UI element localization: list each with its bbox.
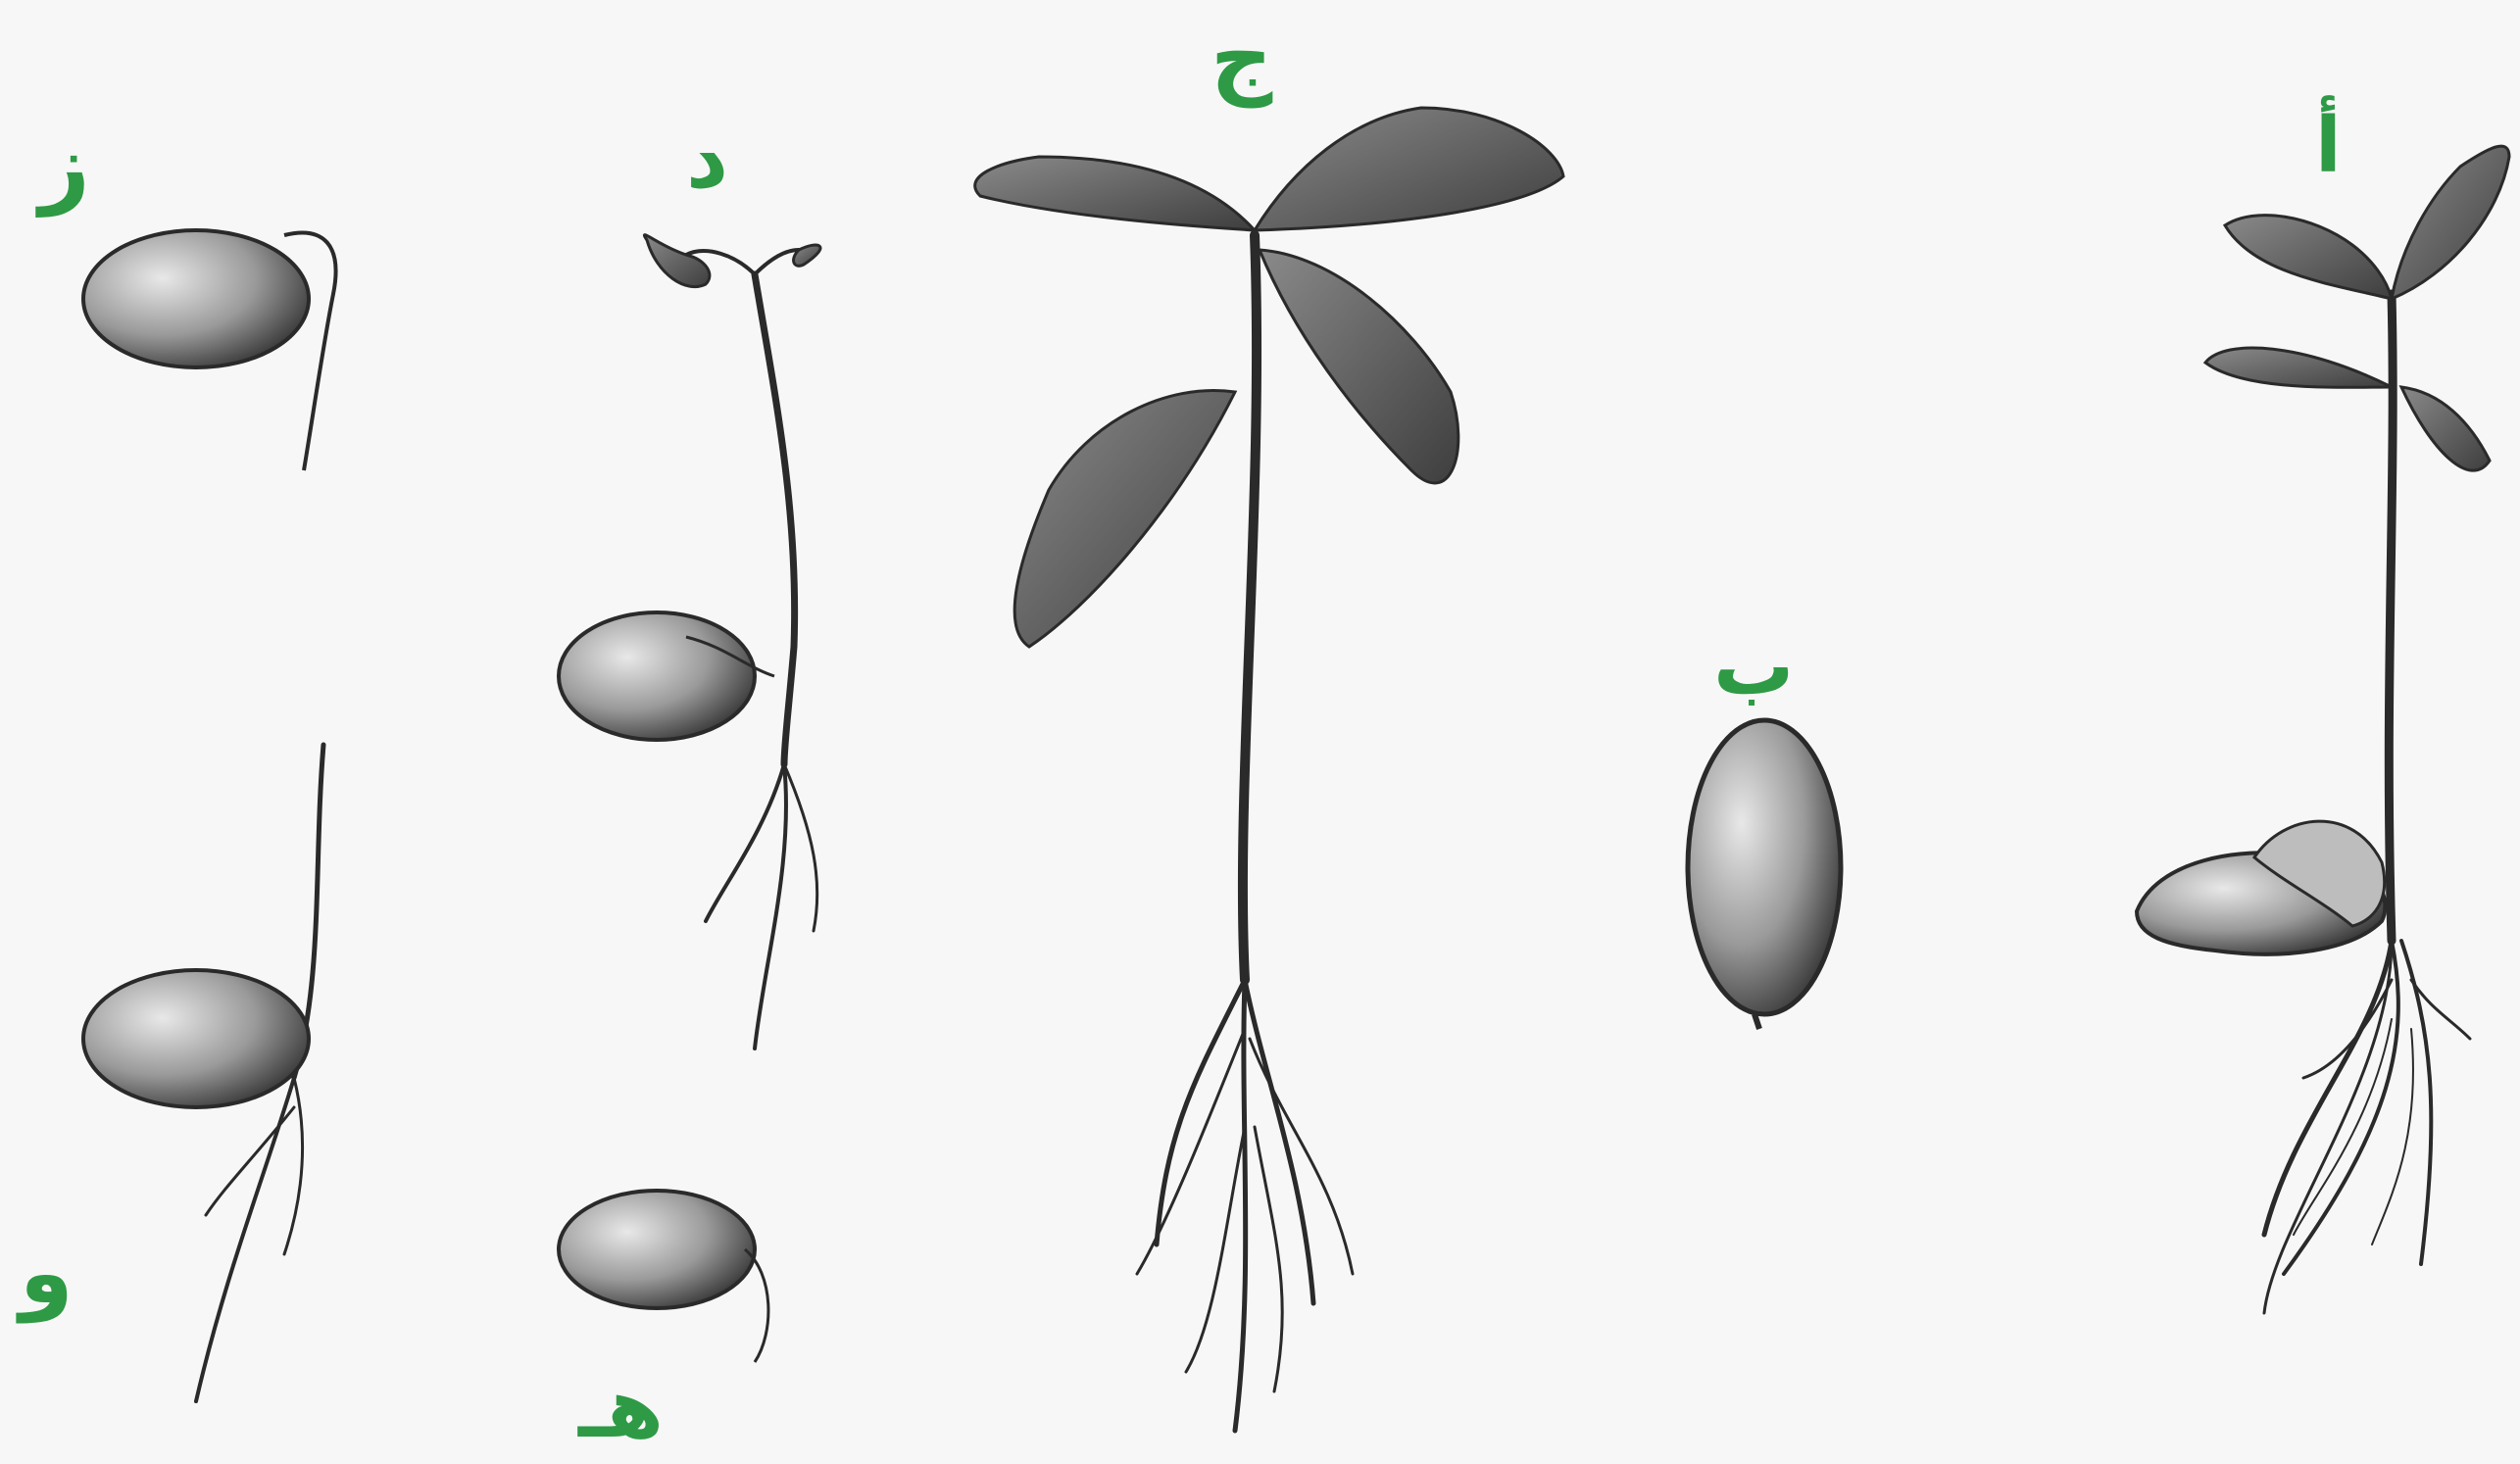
label-stage-h: هـ — [578, 1367, 664, 1449]
stage-b-seed — [1688, 720, 1841, 1029]
label-stage-j: ج — [1211, 15, 1272, 101]
stage-a-split-seed — [2137, 821, 2385, 954]
label-stage-d: د — [686, 118, 728, 200]
stage-h-seed — [559, 1191, 768, 1362]
stage-a-leaves — [2205, 146, 2509, 470]
stage-z-seed — [83, 230, 336, 470]
label-stage-b: ب — [1713, 627, 1794, 708]
stage-w-seed — [83, 970, 309, 1107]
stage-j-leaves — [975, 108, 1563, 647]
stage-d-leaves — [644, 235, 820, 287]
label-stage-z: ز — [39, 122, 90, 211]
label-stage-a: أ — [2315, 108, 2342, 184]
stage-d-seed — [559, 612, 774, 740]
label-stage-w: و — [20, 1230, 74, 1316]
